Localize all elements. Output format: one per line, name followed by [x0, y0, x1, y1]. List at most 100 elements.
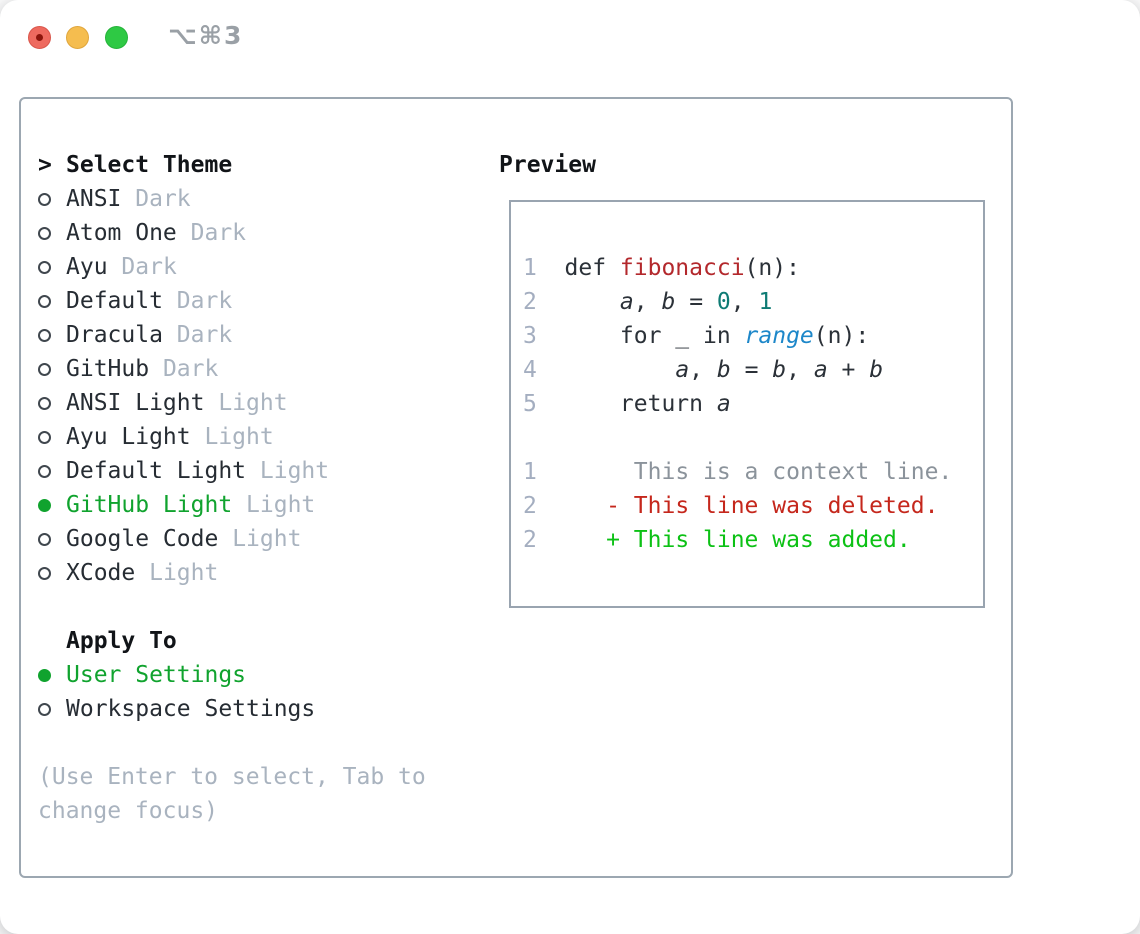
code-segment-ctx: This is a context line. — [633, 459, 953, 485]
theme-item-tag: Light — [246, 492, 316, 518]
code-segment-plain — [565, 289, 620, 315]
theme-item-dracula[interactable]: Dracula Dark — [38, 318, 426, 352]
theme-item-github-light[interactable]: GitHub Light Light — [38, 488, 426, 522]
code-line: 4 a, b = b, a + b — [523, 353, 983, 387]
window-shortcut-label: ⌥⌘3 — [168, 21, 244, 50]
theme-item-tag: Dark — [190, 220, 247, 246]
code-segment-lit: 1 — [758, 289, 773, 315]
theme-item-tag: Dark — [162, 356, 219, 382]
theme-item-ayu[interactable]: Ayu Dark — [38, 250, 426, 284]
spacer — [38, 590, 426, 624]
code-segment-plain — [565, 357, 676, 383]
apply-to-header: Apply To — [38, 624, 426, 658]
select-theme-header-label: Select Theme — [66, 152, 233, 178]
theme-item-ansi-light[interactable]: ANSI Light Light — [38, 386, 426, 420]
theme-item-tag: Light — [259, 458, 330, 484]
code-segment-var: b — [716, 357, 731, 383]
theme-item-tag: Dark — [176, 288, 233, 314]
radio-unselected-icon — [38, 352, 66, 386]
code-segment-plain: , — [633, 289, 662, 315]
code-line: 1 This is a context line. — [523, 455, 983, 489]
theme-item-atom-one[interactable]: Atom One Dark — [38, 216, 426, 250]
code-segment-plain — [565, 459, 634, 485]
theme-item-label: Default Light — [66, 458, 247, 484]
code-segment-var: b — [661, 289, 676, 315]
code-segment-var: b — [869, 357, 884, 383]
theme-item-tag: Dark — [121, 254, 177, 280]
code-segment-plain: (n): — [744, 255, 800, 281]
line-number: 5 — [523, 391, 537, 417]
titlebar: ⌥⌘3 — [0, 0, 1140, 74]
minimize-button[interactable] — [66, 26, 89, 49]
line-number: 2 — [523, 493, 537, 519]
theme-item-default-light[interactable]: Default Light Light — [38, 454, 426, 488]
radio-unselected-icon — [38, 692, 66, 726]
code-segment-plain: + — [827, 357, 870, 383]
code-segment-plain: , — [730, 289, 759, 315]
theme-item-google-code[interactable]: Google Code Light — [38, 522, 426, 556]
radio-unselected-icon — [38, 386, 66, 420]
theme-item-tag: Light — [204, 424, 274, 450]
apply-to-item-workspace-settings[interactable]: Workspace Settings — [38, 692, 426, 726]
radio-unselected-icon — [38, 216, 66, 250]
code-line: 3 for _ in range(n): — [523, 319, 983, 353]
radio-unselected-icon — [38, 318, 66, 352]
theme-item-tag: Light — [149, 560, 219, 586]
zoom-button[interactable] — [105, 26, 128, 49]
code-segment-plain: return — [564, 391, 717, 417]
theme-item-label: Google Code — [66, 526, 219, 552]
code-segment-var: a — [675, 357, 690, 383]
theme-item-ayu-light[interactable]: Ayu Light Light — [38, 420, 426, 454]
code-line: 2 a, b = 0, 1 — [523, 285, 983, 319]
apply-to-header-label: Apply To — [66, 628, 177, 654]
code-line: 2 - This line was deleted. — [523, 489, 983, 523]
theme-item-ansi[interactable]: ANSI Dark — [38, 182, 426, 216]
radio-unselected-icon — [38, 182, 66, 216]
code-segment-del: - This line was deleted. — [606, 493, 939, 519]
radio-unselected-icon — [38, 284, 66, 318]
theme-item-label: Atom One — [66, 220, 177, 246]
spacer — [38, 726, 426, 760]
code-segment-func: fibonacci — [619, 255, 745, 281]
code-segment-plain — [565, 527, 607, 553]
radio-unselected-icon — [38, 556, 66, 590]
radio-selected-icon — [38, 658, 66, 692]
radio-unselected-icon — [38, 454, 66, 488]
radio-unselected-icon — [38, 420, 66, 454]
code-segment-plain — [565, 493, 607, 519]
help-text-line: change focus) — [38, 798, 219, 824]
code-segment-var: a — [716, 391, 731, 417]
code-segment-var: a — [813, 357, 828, 383]
theme-item-tag: Dark — [176, 322, 233, 348]
theme-item-default[interactable]: Default Dark — [38, 284, 426, 318]
theme-item-tag: Dark — [135, 186, 191, 212]
preview-header: Preview — [499, 152, 596, 178]
code-segment-plain: , — [689, 357, 717, 383]
code-segment-plain: = — [675, 289, 717, 315]
theme-item-xcode[interactable]: XCode Light — [38, 556, 426, 590]
radio-unselected-icon — [38, 522, 66, 556]
help-text-line: (Use Enter to select, Tab to — [38, 764, 426, 790]
line-number: 2 — [523, 527, 537, 553]
theme-item-github[interactable]: GitHub Dark — [38, 352, 426, 386]
radio-selected-icon — [38, 488, 66, 522]
theme-item-label: ANSI — [66, 186, 122, 212]
line-number: 2 — [523, 289, 537, 315]
close-button[interactable] — [28, 26, 51, 49]
code-segment-plain: = — [730, 357, 773, 383]
apply-to-item-label: Workspace Settings — [66, 696, 316, 722]
radio-unselected-icon — [38, 250, 66, 284]
code-segment-lit: 0 — [716, 289, 731, 315]
apply-to-item-user-settings[interactable]: User Settings — [38, 658, 426, 692]
code-segment-add: + This line was added. — [606, 527, 911, 553]
code-segment-builtin: range — [744, 323, 814, 349]
code-line: 2 + This line was added. — [523, 523, 983, 557]
line-number: 1 — [523, 459, 537, 485]
code-segment-plain: for _ in — [564, 323, 745, 349]
code-segment-var: b — [772, 357, 787, 383]
